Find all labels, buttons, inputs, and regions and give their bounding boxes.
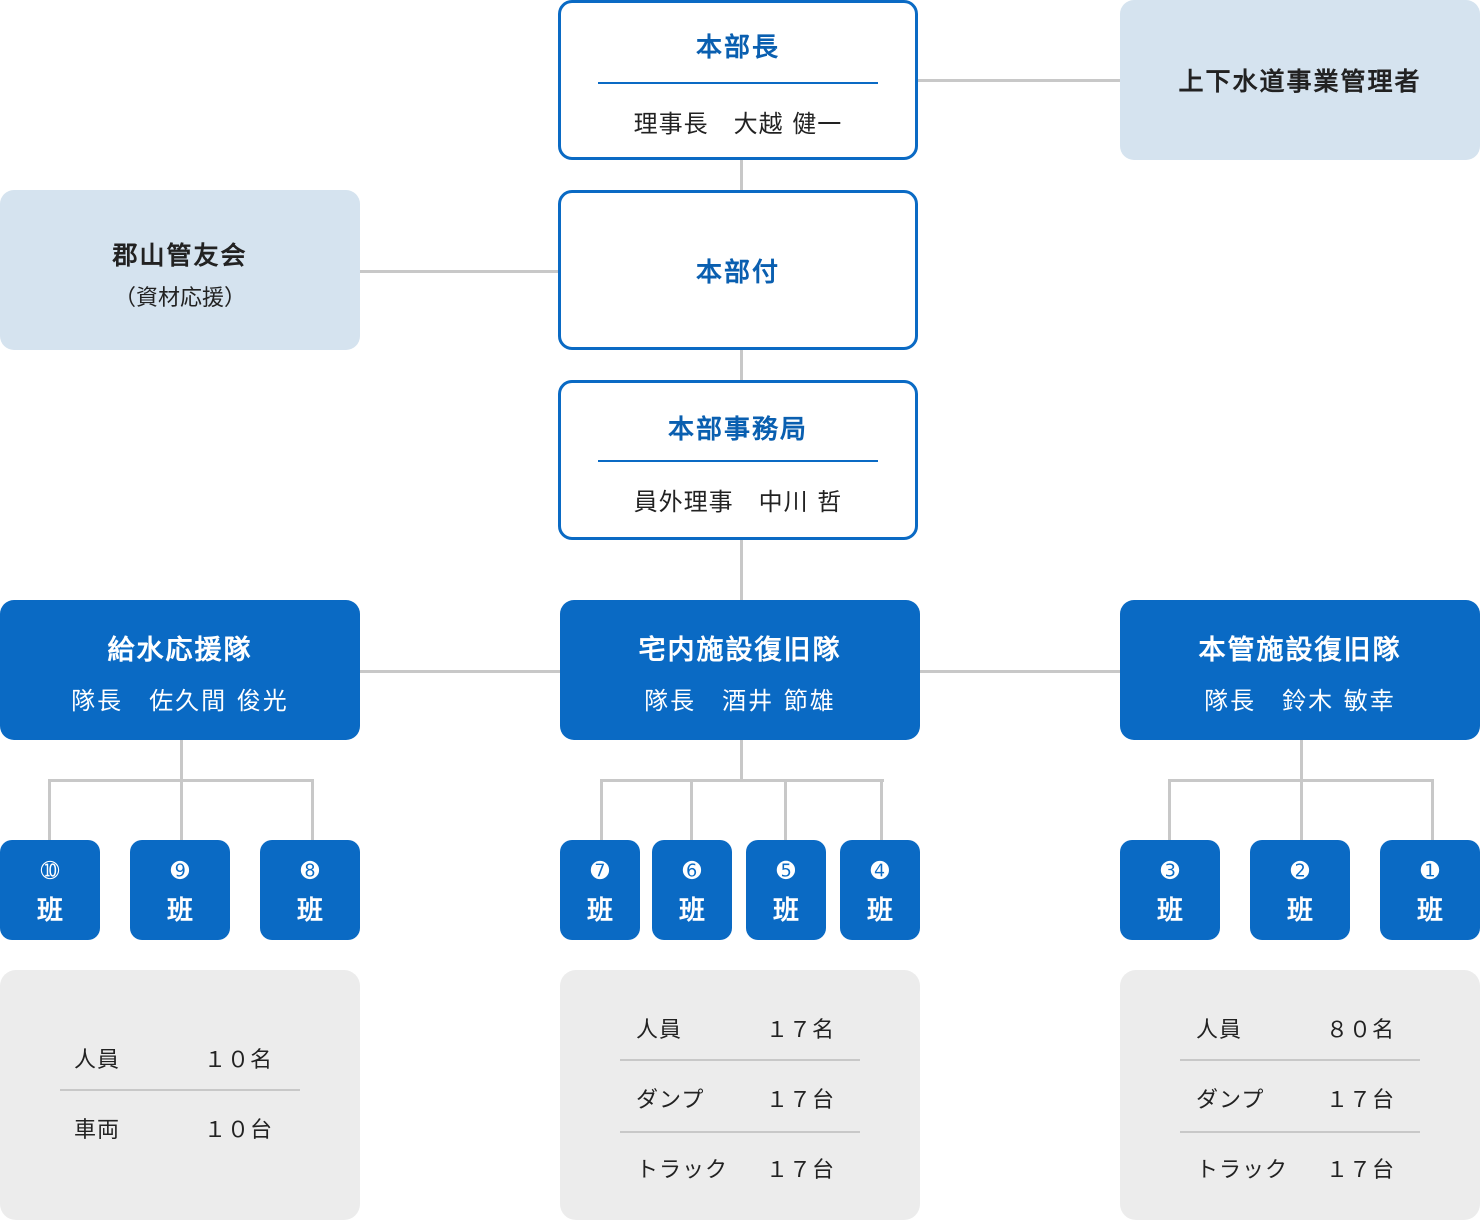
kanyu-note: （資材応援） <box>113 286 246 311</box>
squad-number: ➒ <box>170 859 190 884</box>
connector-line <box>48 779 51 840</box>
office-title: 本部事務局 <box>667 415 808 445</box>
connector-line <box>1168 779 1171 840</box>
squad-number: ➐ <box>590 859 610 884</box>
team-title: 給水応援隊 <box>107 635 253 666</box>
resource-label: トラック <box>1196 1158 1289 1183</box>
resource-label: 車両 <box>74 1118 121 1143</box>
resource-divider <box>60 1089 300 1091</box>
team-leader: 隊長 鈴木 敏幸 <box>1204 687 1396 715</box>
office-box: 本部事務局 員外理事 中川 哲 <box>558 380 918 540</box>
resource-value: ８０名 <box>1326 1018 1396 1043</box>
team-box-indoor-recovery: 宅内施設復旧隊 隊長 酒井 節雄 <box>560 600 920 740</box>
water-manager-label: 上下水道事業管理者 <box>1178 67 1422 96</box>
connector-line <box>740 538 743 600</box>
water-manager-box: 上下水道事業管理者 <box>1120 0 1480 160</box>
connector-line <box>740 348 743 382</box>
squad-number: ➏ <box>682 859 702 884</box>
squad-box: ➍ 班 <box>840 840 920 940</box>
squad-box: ➋ 班 <box>1250 840 1350 940</box>
squad-number: ➊ <box>1420 859 1440 884</box>
connector-line <box>1431 779 1434 840</box>
resource-label: 人員 <box>74 1048 121 1073</box>
kanyu-box: 郡山管友会 （資材応援） <box>0 190 360 350</box>
squad-box: ➐ 班 <box>560 840 640 940</box>
squad-label: 班 <box>166 896 193 926</box>
connector-line <box>1300 740 1303 840</box>
squad-number: ➎ <box>776 859 796 884</box>
attached-title: 本部付 <box>695 257 780 288</box>
resource-value: １７台 <box>1326 1158 1396 1183</box>
resource-value: １７台 <box>766 1158 836 1183</box>
resource-box-main-pipe-recovery: 人員 ８０名 ダンプ １７台 トラック １７台 <box>1120 970 1480 1220</box>
connector-line <box>600 779 884 782</box>
squad-box: ➎ 班 <box>746 840 826 940</box>
squad-label: 班 <box>866 896 893 926</box>
connector-line <box>180 740 183 840</box>
connector-line <box>915 79 1120 82</box>
resource-divider <box>620 1131 860 1133</box>
attached-box: 本部付 <box>558 190 918 350</box>
squad-box: ➊ 班 <box>1380 840 1480 940</box>
resource-value: １７名 <box>766 1018 836 1043</box>
connector-line <box>740 158 743 192</box>
resource-divider <box>1180 1059 1420 1061</box>
squad-number: ➑ <box>300 859 320 884</box>
squad-number: ➍ <box>870 859 890 884</box>
chief-box: 本部長 理事長 大越 健一 <box>558 0 918 160</box>
connector-line <box>360 270 560 273</box>
squad-box: ➒ 班 <box>130 840 230 940</box>
squad-label: 班 <box>1286 896 1313 926</box>
office-name: 員外理事 中川 哲 <box>633 488 843 516</box>
resource-label: ダンプ <box>1196 1088 1265 1113</box>
connector-line <box>600 779 603 840</box>
resource-box-water-support: 人員 １０名 車両 １０台 <box>0 970 360 1220</box>
squad-box: ➉ 班 <box>0 840 100 940</box>
team-title: 宅内施設復旧隊 <box>638 635 842 666</box>
squad-number: ➋ <box>1290 859 1310 884</box>
team-title: 本管施設復旧隊 <box>1198 635 1402 666</box>
resource-label: 人員 <box>1196 1018 1243 1043</box>
squad-box: ➏ 班 <box>652 840 732 940</box>
resource-label: トラック <box>636 1158 729 1183</box>
resource-divider <box>620 1059 860 1061</box>
squad-label: 班 <box>296 896 323 926</box>
team-leader: 隊長 佐久間 俊光 <box>71 687 289 715</box>
squad-label: 班 <box>678 896 705 926</box>
connector-line <box>740 740 743 781</box>
connector-line <box>358 670 562 673</box>
chief-divider <box>598 82 878 84</box>
squad-label: 班 <box>586 896 613 926</box>
team-leader: 隊長 酒井 節雄 <box>644 687 836 715</box>
squad-number: ➉ <box>40 859 60 884</box>
resource-value: １７台 <box>766 1088 836 1113</box>
resource-divider <box>1180 1131 1420 1133</box>
connector-line <box>784 779 787 840</box>
squad-box: ➌ 班 <box>1120 840 1220 940</box>
squad-label: 班 <box>1156 896 1183 926</box>
kanyu-name: 郡山管友会 <box>112 241 248 270</box>
connector-line <box>690 779 693 840</box>
office-divider <box>598 460 878 462</box>
connector-line <box>880 779 883 840</box>
resource-value: １７台 <box>1326 1088 1396 1113</box>
resource-box-indoor-recovery: 人員 １７名 ダンプ １７台 トラック １７台 <box>560 970 920 1220</box>
resource-label: ダンプ <box>636 1088 705 1113</box>
squad-label: 班 <box>1416 896 1443 926</box>
chief-title: 本部長 <box>695 33 780 63</box>
chief-name: 理事長 大越 健一 <box>633 110 843 138</box>
connector-line <box>48 779 314 782</box>
resource-label: 人員 <box>636 1018 683 1043</box>
connector-line <box>311 779 314 840</box>
squad-label: 班 <box>772 896 799 926</box>
connector-line <box>1168 779 1434 782</box>
squad-box: ➑ 班 <box>260 840 360 940</box>
connector-line <box>918 670 1122 673</box>
resource-value: １０台 <box>204 1118 274 1143</box>
squad-number: ➌ <box>1160 859 1180 884</box>
resource-value: １０名 <box>204 1048 274 1073</box>
squad-label: 班 <box>36 896 63 926</box>
team-box-water-support: 給水応援隊 隊長 佐久間 俊光 <box>0 600 360 740</box>
team-box-main-pipe-recovery: 本管施設復旧隊 隊長 鈴木 敏幸 <box>1120 600 1480 740</box>
